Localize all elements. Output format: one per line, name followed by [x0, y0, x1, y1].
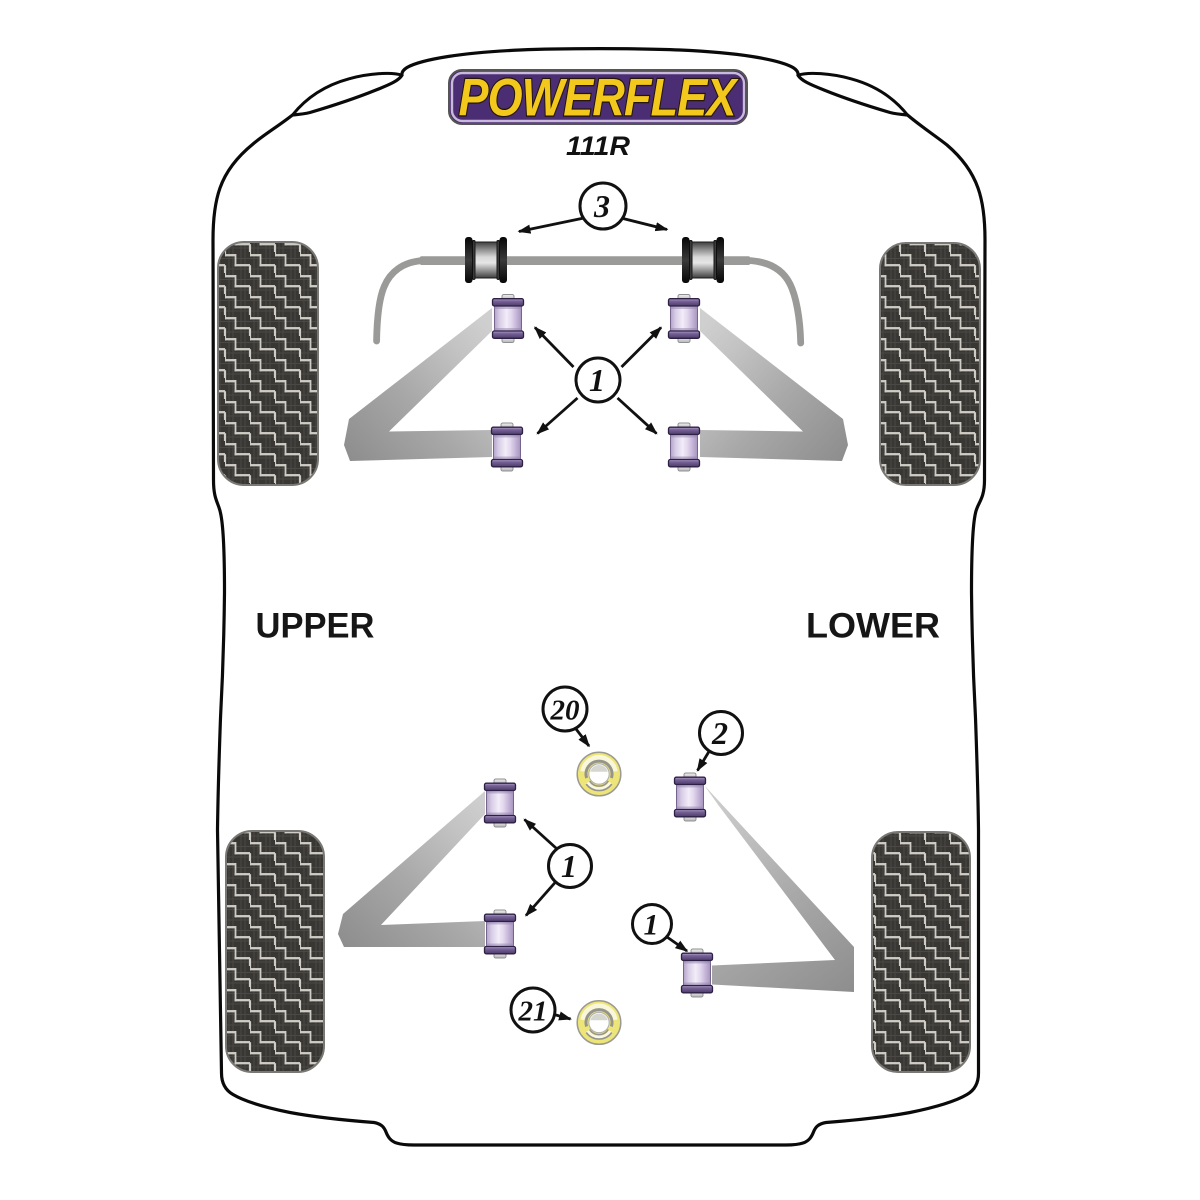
svg-text:1: 1: [561, 848, 577, 884]
svg-text:3: 3: [593, 188, 610, 224]
svg-text:LOWER: LOWER: [806, 607, 940, 646]
svg-text:2: 2: [711, 715, 728, 751]
svg-text:POWERFLEX: POWERFLEX: [459, 69, 739, 128]
svg-text:1: 1: [644, 909, 659, 942]
svg-text:1: 1: [589, 362, 605, 398]
svg-text:UPPER: UPPER: [256, 607, 375, 646]
svg-text:111R: 111R: [566, 131, 631, 161]
svg-text:21: 21: [518, 996, 548, 1028]
svg-text:20: 20: [550, 695, 580, 727]
